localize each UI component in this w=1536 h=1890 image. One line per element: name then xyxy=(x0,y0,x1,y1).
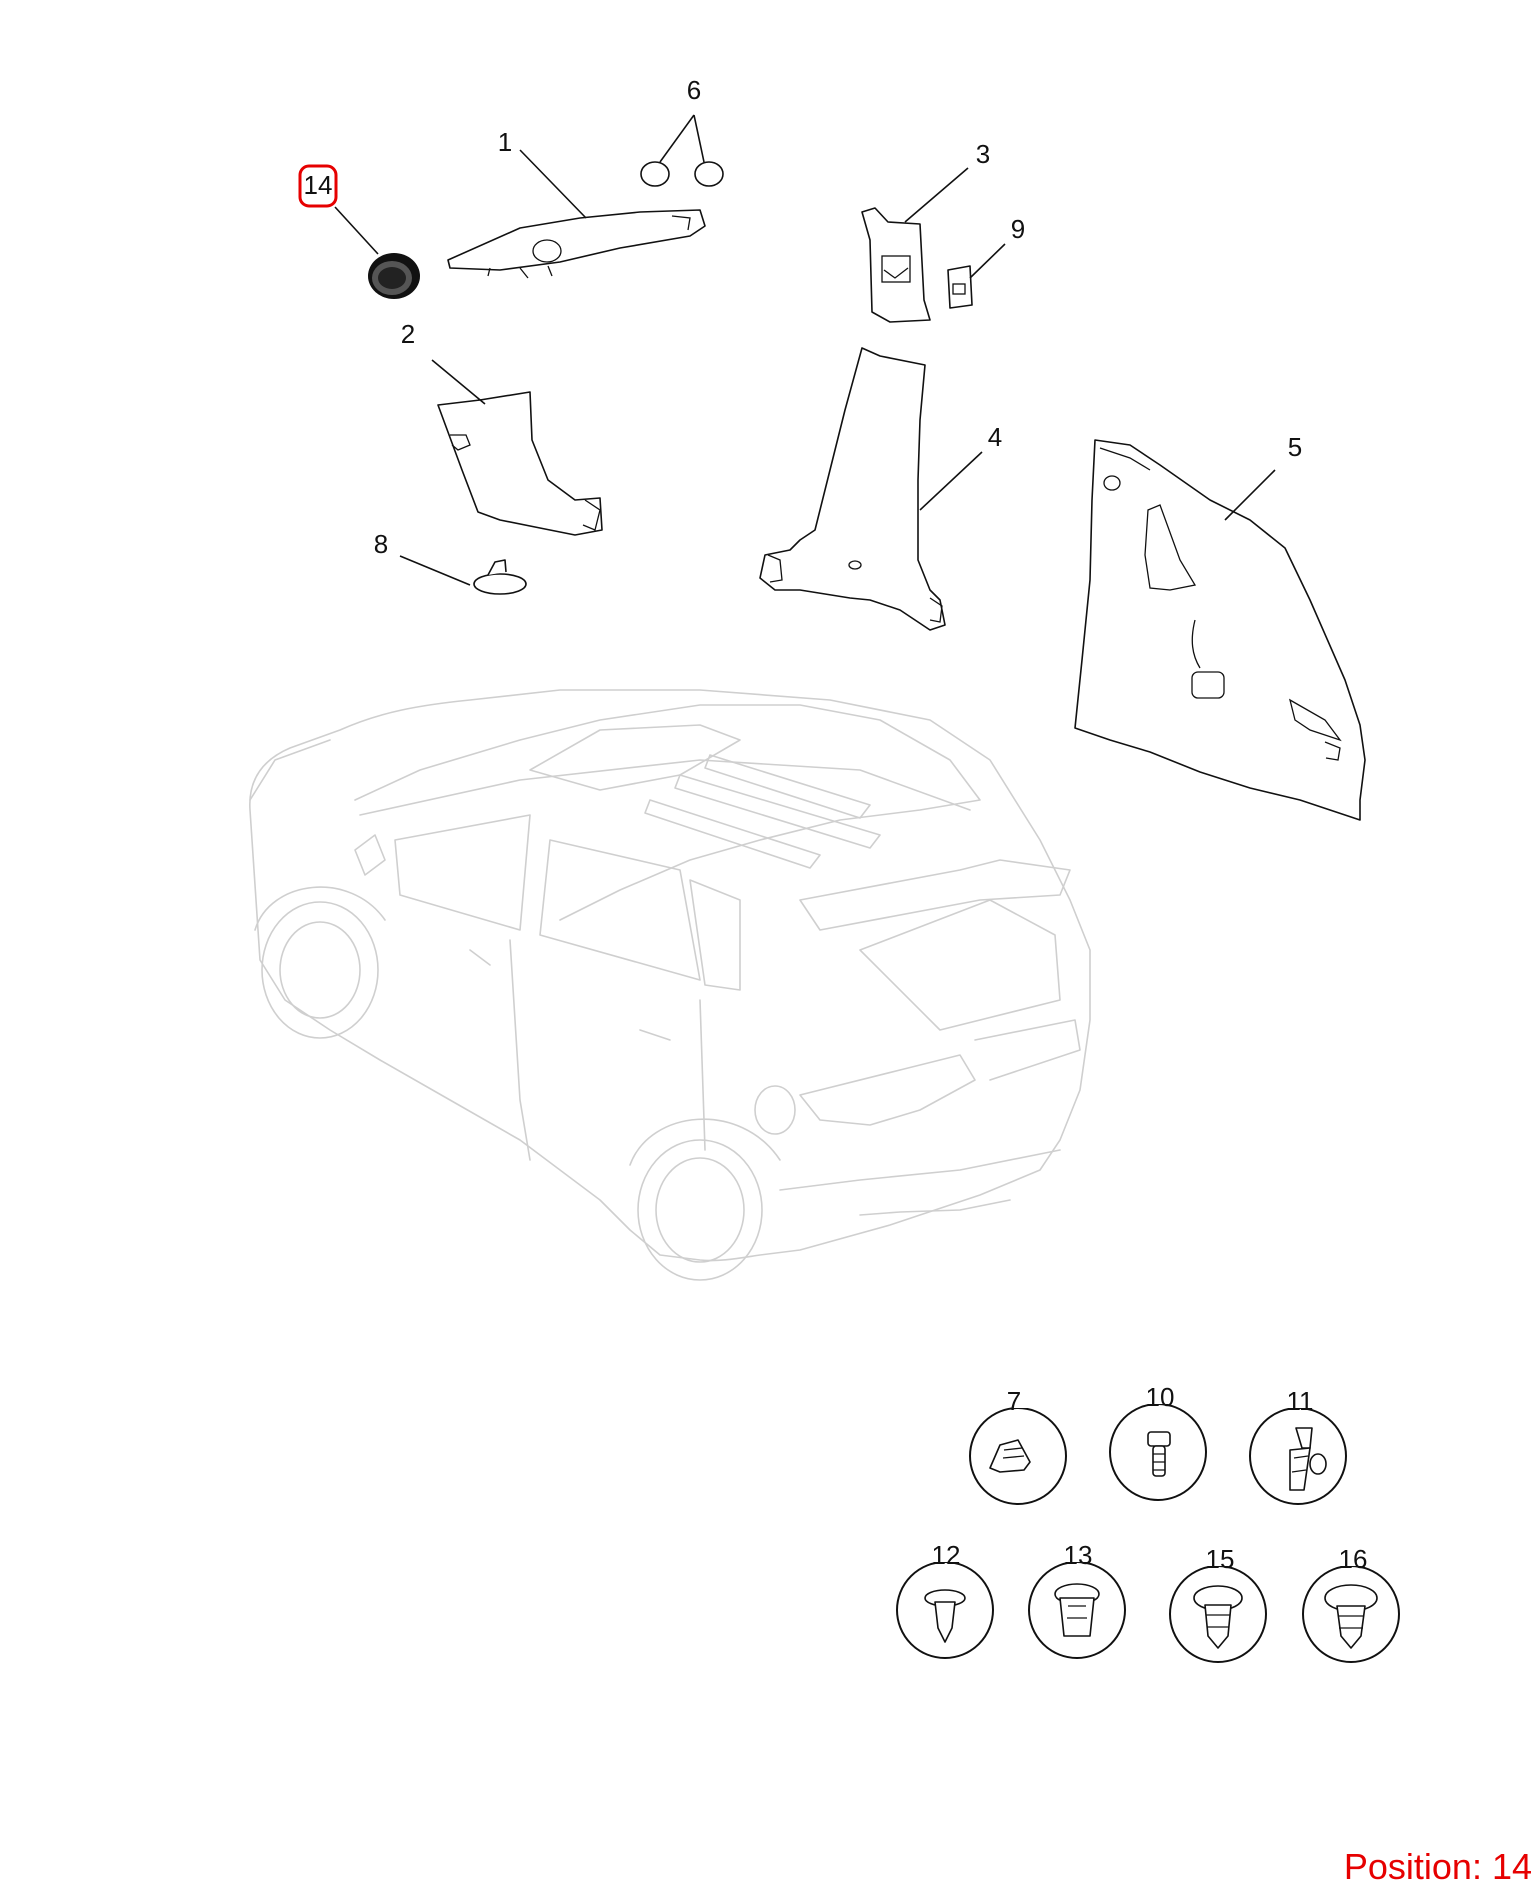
part-3-b-pillar-upper-trim xyxy=(861,207,931,323)
fastener-15: 15 xyxy=(1169,1544,1267,1663)
leader-lines xyxy=(334,114,1276,586)
fastener-13: 13 xyxy=(1028,1540,1126,1659)
part-5-quarter-trim-panel xyxy=(1074,439,1366,821)
part-8-flat-clip xyxy=(473,559,527,595)
callout-16: 16 xyxy=(1339,1544,1368,1574)
callout-9: 9 xyxy=(1011,214,1025,244)
vehicle-illustration xyxy=(249,689,1091,1281)
fastener-10: 10 xyxy=(1109,1382,1207,1501)
callout-1: 1 xyxy=(498,127,512,157)
part-9-clip-plate xyxy=(947,265,973,309)
fastener-12: 12 xyxy=(896,1540,994,1659)
callout-8: 8 xyxy=(374,529,388,559)
fastener-details: 7 10 11 12 xyxy=(896,1382,1400,1663)
callout-6: 6 xyxy=(687,75,701,105)
part-14-round-grille-cover xyxy=(368,253,420,299)
callout-labels: 1 2 3 4 5 6 8 9 14 xyxy=(298,75,1302,559)
callout-11: 11 xyxy=(1287,1386,1314,1416)
callout-4: 4 xyxy=(988,422,1002,452)
part-4-b-pillar-lower-trim xyxy=(759,347,946,631)
position-label: Position: 14 xyxy=(1343,1846,1532,1887)
callout-3: 3 xyxy=(976,139,990,169)
callout-7: 7 xyxy=(1007,1386,1021,1416)
part-6-caps xyxy=(640,161,724,187)
callout-14-highlight-box xyxy=(298,164,338,208)
part-2-lower-a-pillar-trim xyxy=(437,391,603,536)
callout-14: 14 xyxy=(304,170,333,200)
callout-5: 5 xyxy=(1288,432,1302,462)
fastener-16: 16 xyxy=(1302,1544,1400,1663)
fastener-7: 7 xyxy=(969,1386,1067,1505)
callout-12: 12 xyxy=(932,1540,961,1570)
callout-10: 10 xyxy=(1146,1382,1175,1412)
part-1-a-pillar-trim xyxy=(447,209,706,279)
callout-2: 2 xyxy=(401,319,415,349)
fastener-11: 11 xyxy=(1249,1386,1347,1505)
callout-13: 13 xyxy=(1064,1540,1093,1570)
callout-15: 15 xyxy=(1206,1544,1235,1574)
